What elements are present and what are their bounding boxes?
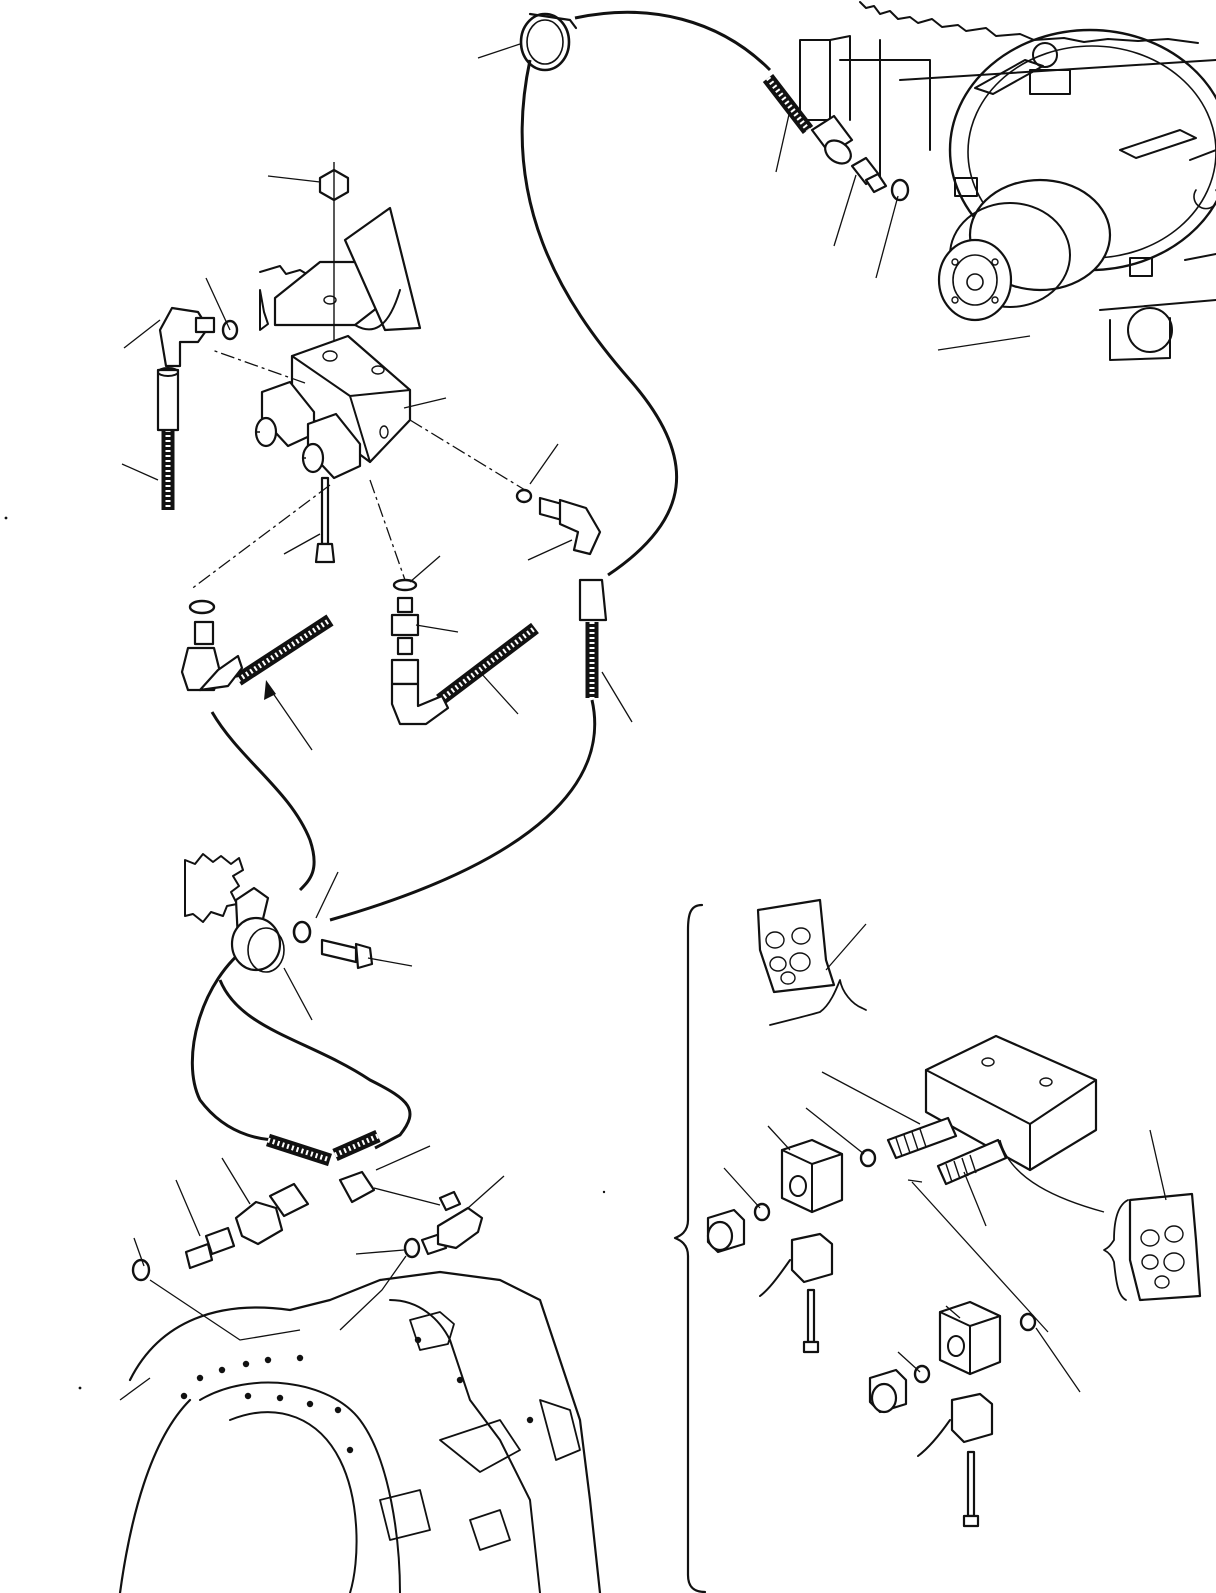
hose-clamp (519, 12, 578, 72)
callout-leader-lines (119, 43, 1167, 1401)
housing-bolt-holes (180, 1336, 534, 1454)
right-elbow-fitting (515, 488, 608, 622)
stray-mark (4, 516, 8, 520)
left-lower-fittings (180, 599, 244, 692)
exploded-valve-detail (673, 898, 1202, 1593)
flow-arrow-head (264, 680, 276, 700)
stray-mark (78, 1386, 82, 1390)
machine-housing-top-right (799, 1, 1216, 361)
flow-arrow (267, 685, 313, 751)
left-upper-fittings (156, 306, 239, 432)
top-right-fittings (810, 114, 910, 202)
lower-fittings (131, 1170, 484, 1282)
grommet-mount (184, 853, 374, 973)
seal-kit-packet-top (756, 898, 836, 994)
mounting-bracket (259, 162, 422, 360)
stray-mark (602, 1190, 606, 1194)
transmission-housing-bottom-left (118, 1270, 602, 1593)
solenoid-valve-block (189, 334, 526, 591)
middle-fittings (390, 578, 450, 726)
hydraulic-hoses (161, 10, 814, 1167)
seal-kit-packet-right (1128, 1192, 1202, 1302)
